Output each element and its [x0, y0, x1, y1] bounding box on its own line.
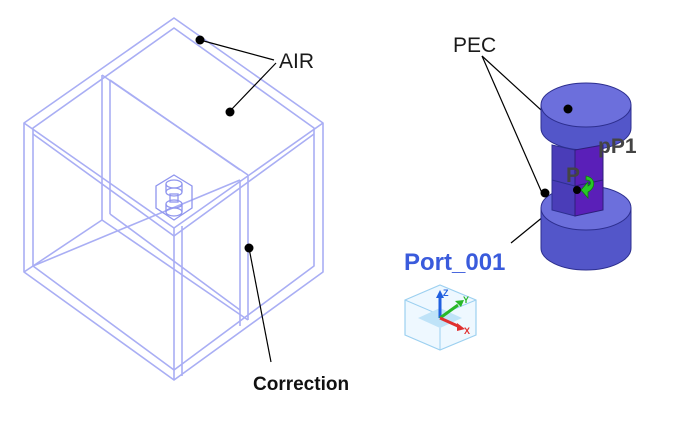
pec-dot-neck [540, 188, 550, 198]
pp1-label: pP1 [598, 135, 637, 158]
air-box-front-left-top-inner [32, 133, 175, 237]
air-box-back-bottom-right [101, 219, 249, 321]
inner-model-top-disk [165, 179, 183, 189]
pec-label: PEC [453, 34, 496, 57]
air-box-front-right-top-inner [173, 133, 315, 237]
inner-model-neck [169, 193, 179, 203]
axis-y-label: Y [463, 295, 469, 305]
pec-dot-top [563, 104, 573, 114]
leader-air-2 [229, 62, 277, 112]
axis-x-line [439, 316, 461, 329]
p-small-label: P [566, 164, 580, 187]
port-label: Port_001 [404, 249, 505, 276]
axis-z-head [436, 290, 444, 298]
air-box-back-bottom-right-inner [109, 213, 241, 311]
air-box-back-bottom-left [23, 219, 103, 273]
air-box-mid-diagonal [32, 179, 241, 267]
port-arrow [580, 175, 595, 200]
leader-lines [199, 39, 577, 363]
pec-top-cylinder-cap [540, 82, 632, 128]
correction-dot [244, 243, 254, 253]
air-box-front-left-top [23, 122, 175, 229]
leader-correction [248, 247, 272, 363]
pec-model [540, 82, 632, 271]
axis-x-label: X [464, 326, 470, 336]
air-dot-face [225, 107, 235, 117]
correction-label: Correction [253, 374, 349, 395]
leader-pec-2 [481, 55, 543, 194]
air-dot-top [195, 35, 205, 45]
inner-model-wireframe [155, 174, 193, 221]
air-box-back-top-left-inner [109, 79, 241, 171]
coordinate-triad: Z Y X [404, 284, 477, 351]
axis-x-head [457, 323, 465, 331]
inner-model-outline [155, 174, 193, 221]
port-dot [573, 186, 581, 194]
leader-air-1 [199, 39, 275, 61]
air-box-wireframe [23, 17, 324, 381]
air-label: AIR [279, 50, 314, 73]
axis-y-head [455, 300, 464, 307]
inner-model-top-disk-bottom [165, 187, 183, 197]
inner-model-bottom-disk-bottom [165, 207, 183, 217]
leader-dots [195, 35, 254, 253]
axis-y-line [439, 303, 459, 320]
axis-z-label: Z [443, 288, 449, 298]
